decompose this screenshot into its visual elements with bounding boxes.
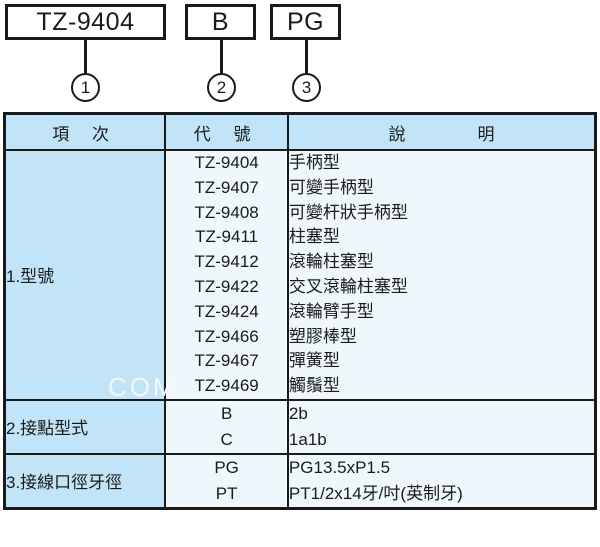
code-value: TZ-9412 [194,252,259,272]
description-value: 柱塞型 [288,227,340,247]
description-value: 塑膠棒型 [288,326,357,346]
column-header-description-left: 說 [388,124,406,144]
reference-marker-2: 2 [207,73,236,102]
description-value: PT1/2x14牙/吋(英制牙) [288,483,463,503]
description-value: 可變手柄型 [288,177,374,197]
description-value: 交叉滾輪柱塞型 [288,276,408,296]
leader-line-2 [220,40,223,73]
code-box-contact: B [185,4,256,40]
table-body: 1.型號 TZ-9404 TZ-9407 TZ-9408 TZ-9411 TZ-… [3,149,597,510]
table-row: 2.接點型式 B C 2b 1a1b [3,398,597,455]
table-header-row: 項 次 代 號 說 明 [3,112,597,151]
description-value: 觸鬚型 [288,376,340,396]
column-header-code: 代 號 [164,112,289,151]
description-value: 1a1b [288,429,327,449]
reference-marker-1: 1 [71,73,100,102]
code-value: B [220,403,233,423]
code-value: TZ-9407 [194,177,259,197]
description-value: 滾輪柱塞型 [288,252,374,272]
description-value: 可變杆狀手柄型 [288,202,408,222]
code-value: C [220,429,233,449]
section-code-list-3: PG PT [164,452,289,510]
column-header-description-right: 明 [477,124,495,144]
section-item-label-3: 3.接線口徑牙徑 [3,452,167,510]
code-value: TZ-9404 [194,153,259,172]
column-header-item: 項 次 [3,112,167,151]
leader-line-3 [305,40,308,73]
section-description-list-2: 2b 1a1b [286,398,597,455]
code-box-thread: PG [270,4,341,40]
section-description-list-3: PG13.5xP1.5 PT1/2x14牙/吋(英制牙) [286,452,597,510]
table-row: 3.接線口徑牙徑 PG PT PG13.5xP1.5 PT1/2x14牙/吋(英… [3,452,597,510]
description-value: 2b [288,403,308,423]
code-value: TZ-9408 [194,202,259,222]
section-code-list-1: TZ-9404 TZ-9407 TZ-9408 TZ-9411 TZ-9412 … [164,149,289,401]
code-value: TZ-9467 [194,351,259,371]
code-box-model: TZ-9404 [5,4,166,40]
description-value: 彈簧型 [288,351,340,371]
table-header: 項 次 代 號 說 明 [3,112,597,151]
code-breakdown-diagram: TZ-9404 B PG 1 2 3 [0,0,600,112]
leader-line-1 [84,40,87,73]
code-value: PG [214,457,239,477]
description-value: 滾輪臂手型 [288,301,374,321]
section-item-label-1: 1.型號 [3,149,167,401]
code-value: TZ-9469 [194,376,259,396]
code-value: TZ-9424 [194,301,259,321]
reference-marker-3: 3 [292,73,321,102]
specification-table: 項 次 代 號 說 明 1.型號 TZ-9404 TZ-9407 TZ-9408… [3,112,597,510]
section-code-list-2: B C [164,398,289,455]
description-value: PG13.5xP1.5 [288,457,391,477]
code-value: TZ-9411 [195,227,259,247]
table-row: 1.型號 TZ-9404 TZ-9407 TZ-9408 TZ-9411 TZ-… [3,149,597,401]
code-value: TZ-9422 [194,276,259,296]
section-item-label-2: 2.接點型式 [3,398,167,455]
description-value: 手柄型 [288,153,340,172]
column-header-description: 說 明 [286,112,597,151]
code-value: TZ-9466 [194,326,259,346]
section-description-list-1: 手柄型 可變手柄型 可變杆狀手柄型 柱塞型 滾輪柱塞型 交叉滾輪柱塞型 滾輪臂手… [286,149,597,401]
code-value: PT [215,483,238,503]
